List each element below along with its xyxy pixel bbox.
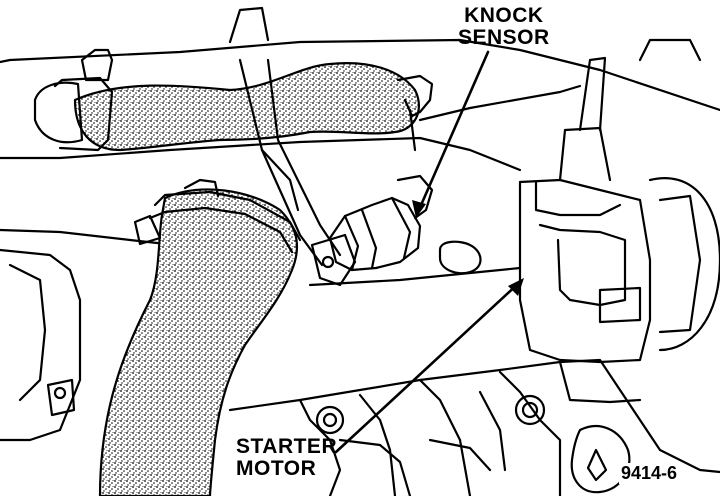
knock-sensor-part [328, 174, 434, 272]
knock-sensor-label-line1: KNOCK [464, 4, 544, 27]
starter-motor-label-line1: STARTER [236, 435, 338, 458]
starter-motor-arrowhead [508, 278, 524, 296]
starter-housing [518, 56, 720, 404]
knock-sensor-leader-line [416, 50, 490, 214]
starter-motor-label: STARTER MOTOR [236, 436, 337, 480]
knock-sensor-label-line2: SENSOR [458, 26, 550, 49]
lower-hose [98, 178, 302, 496]
engine-body-outline [0, 6, 720, 442]
knock-sensor-label: KNOCK SENSOR [458, 5, 550, 49]
upper-hose [33, 48, 434, 152]
knock-sensor-arrowhead [412, 200, 426, 218]
starter-motor-leader-line [334, 280, 522, 454]
starter-motor-label-line2: MOTOR [236, 457, 317, 480]
figure-number: 9414-6 [619, 463, 680, 484]
